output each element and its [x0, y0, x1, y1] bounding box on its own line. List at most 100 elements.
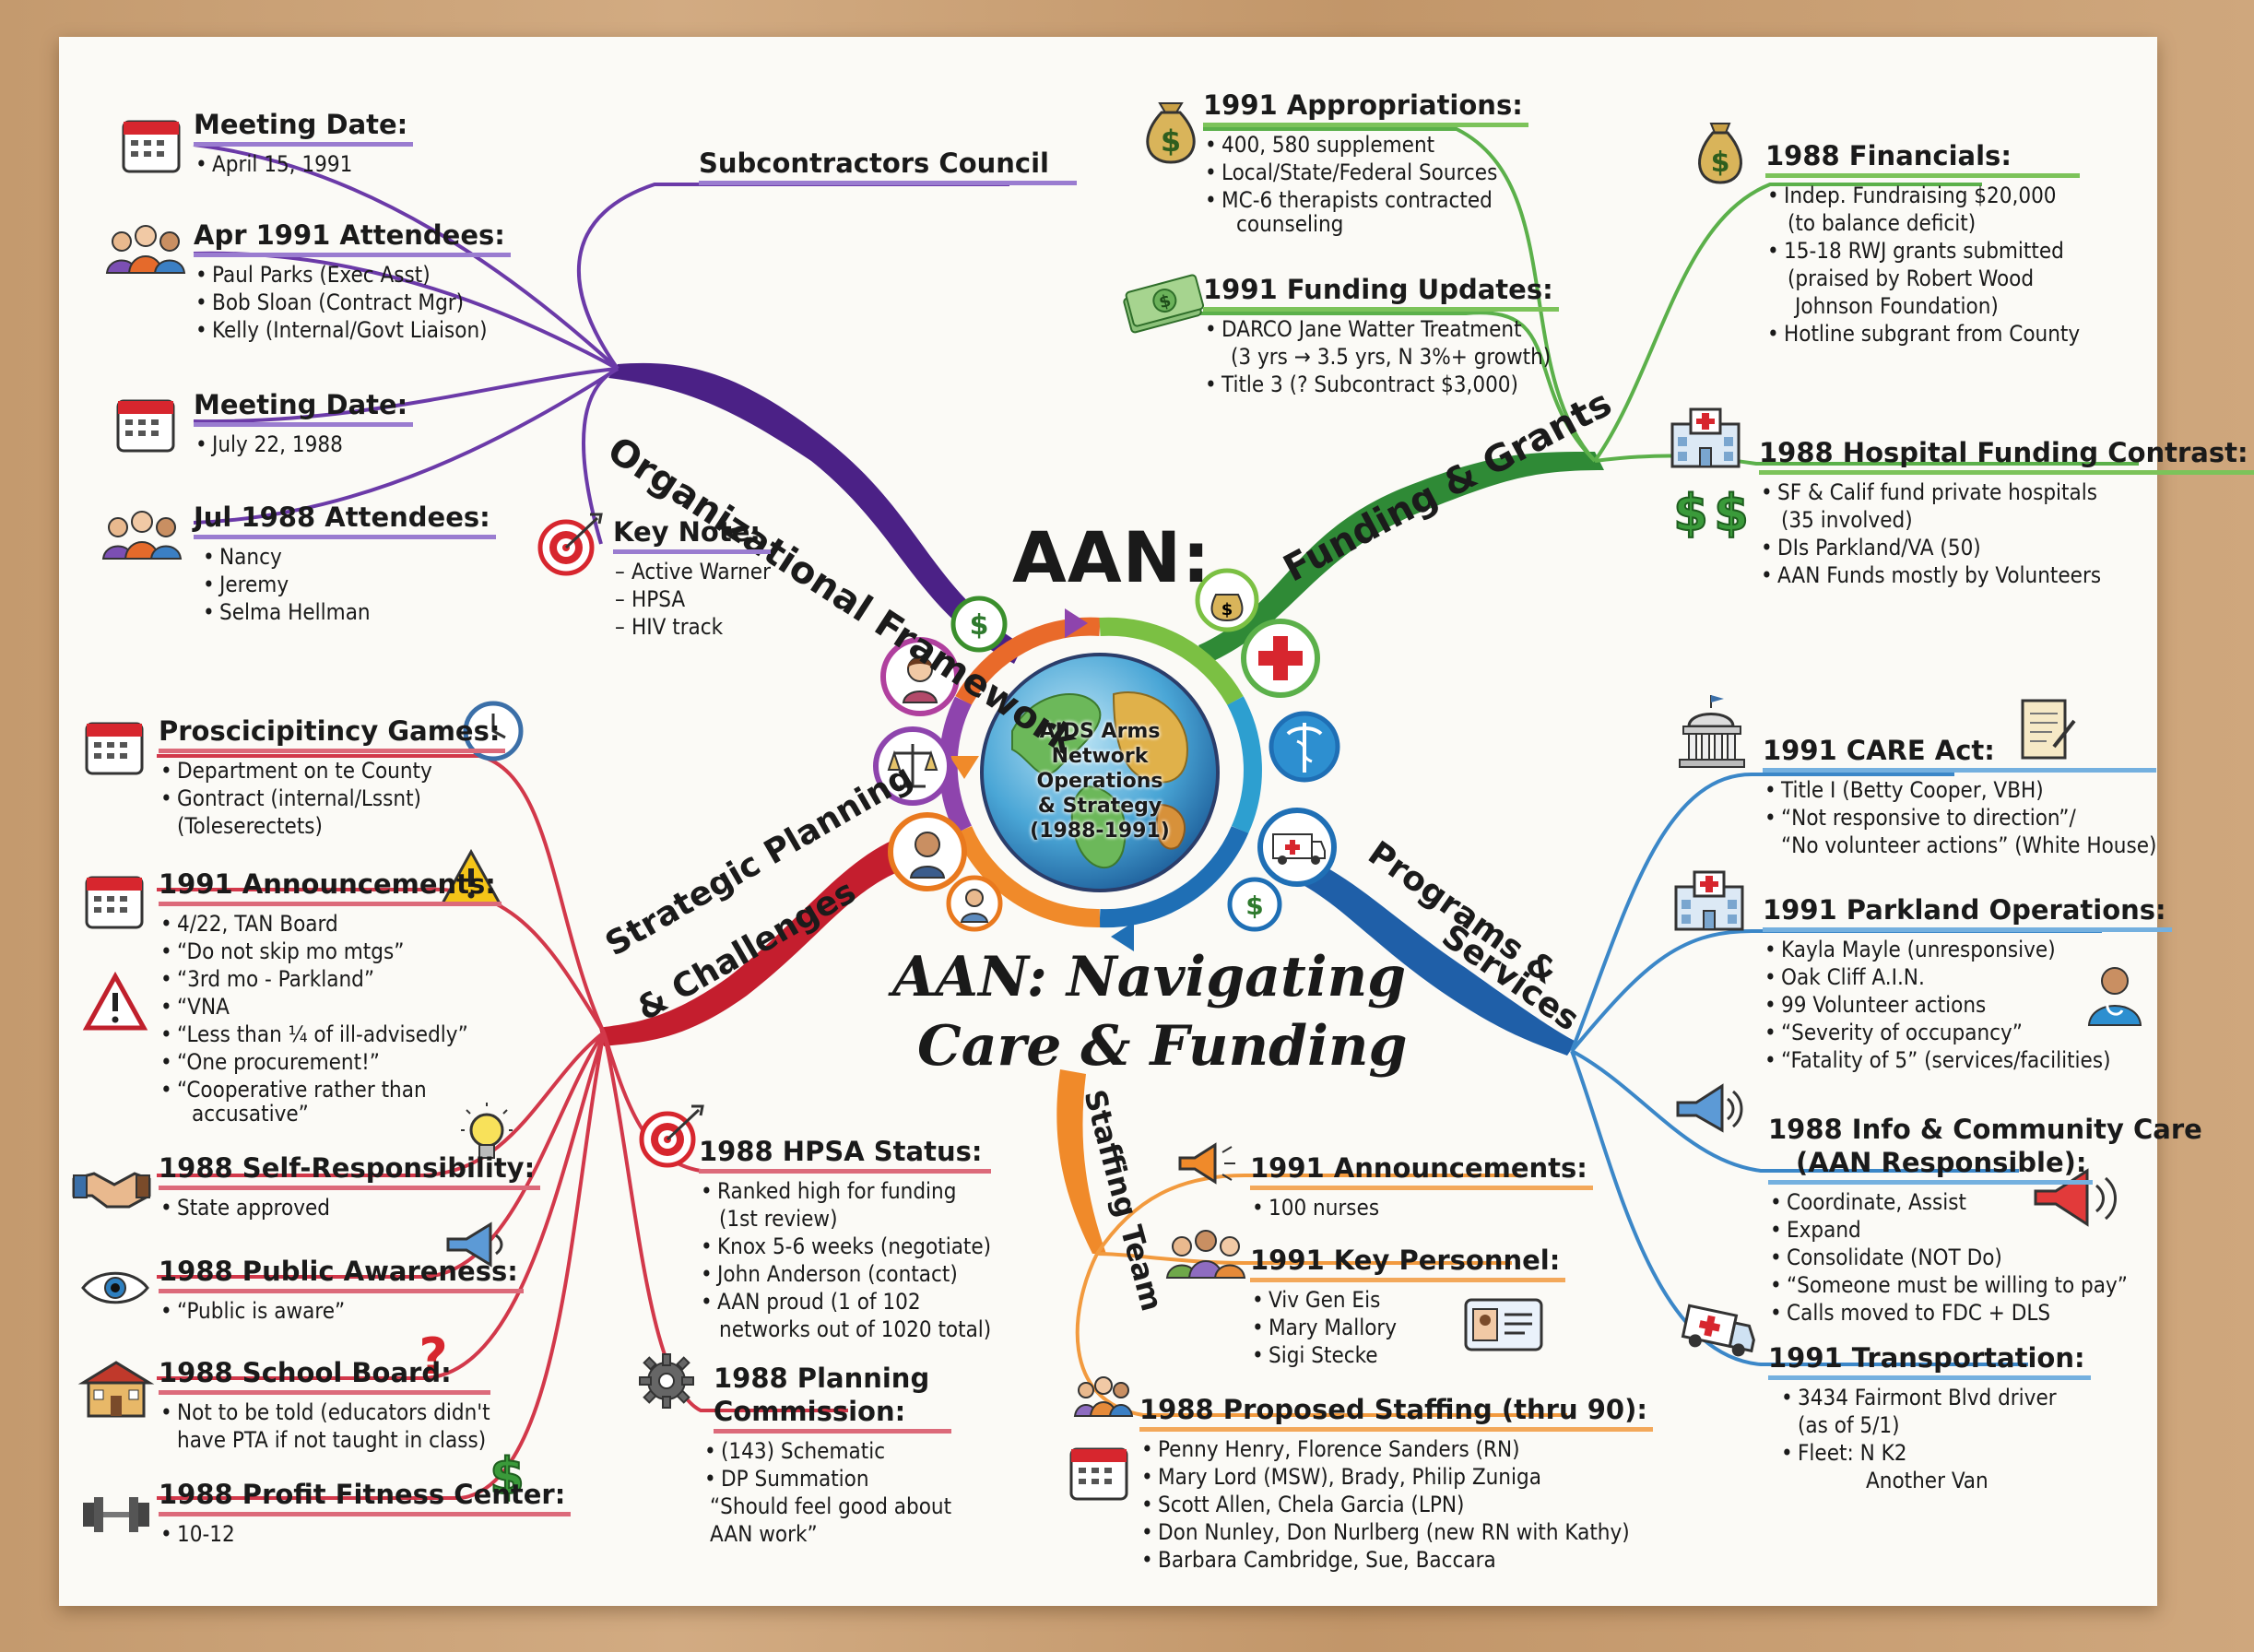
list-item: Calls moved to FDC + DLS: [1768, 1299, 2202, 1327]
calendar-icon: [122, 120, 181, 173]
list-item: 10-12: [159, 1520, 571, 1548]
attendees-apr-1991: Apr 1991 Attendees: Paul Parks (Exec Ass…: [194, 219, 511, 344]
main-title-line2: Care & Funding: [917, 1014, 1408, 1079]
megaphone-icon: [1676, 1083, 1743, 1133]
list-item: Ranked high for funding: [699, 1177, 991, 1205]
financials-1988: 1988 Financials: Indep. Fundraising $20,…: [1765, 140, 2081, 348]
node-title: 1991 Parkland Operations:: [1763, 894, 2172, 932]
list-item: 99 Volunteer actions: [1763, 991, 2172, 1019]
list-item: DP Summation: [702, 1465, 951, 1493]
globe-caption-line: AIDS Arms: [1039, 720, 1161, 743]
hospital-icon: [1670, 407, 1741, 468]
node-title: 1991 Announcements:: [1250, 1152, 1593, 1190]
list-item: Oak Cliff A.I.N.: [1763, 963, 2172, 991]
list-item: Penny Henry, Florence Sanders (RN): [1139, 1435, 1653, 1463]
announcements-1991: 1991 Announcements: 4/22, TAN Board “Do …: [159, 868, 502, 1127]
svg-text:?: ?: [419, 1328, 447, 1386]
list-item: Expand: [1768, 1216, 2202, 1244]
list-item: Scott Allen, Chela Garcia (LPN): [1139, 1491, 1653, 1518]
hospital-icon: [1674, 870, 1744, 931]
list-item: HIV track: [613, 613, 771, 641]
globe-caption: AIDS Arms Network Operations & Strategy …: [1003, 719, 1197, 844]
people-icon: [1073, 1376, 1134, 1417]
node-title: 1988 Proposed Staffing (thru 90):: [1139, 1394, 1653, 1432]
money-bag-icon: $: [1698, 123, 1742, 184]
school-board-1988: 1988 School Board: Not to be told (educa…: [159, 1357, 490, 1454]
list-item: “Do not skip mo mtgs”: [159, 938, 502, 965]
list-item: Selma Hellman: [201, 598, 496, 626]
list-item: 4/22, TAN Board: [159, 910, 502, 938]
node-title: Apr 1991 Attendees:: [194, 219, 511, 257]
list-item: Bob Sloan (Contract Mgr): [194, 289, 511, 316]
node-title: 1988 Info & Community Care: [1768, 1114, 2202, 1145]
list-item: (to balance deficit): [1788, 210, 1977, 236]
list-item: John Anderson (contact): [699, 1260, 991, 1288]
dollar-coin-icon: $: [950, 596, 1008, 653]
key-note: Key Note: Active Warner HPSA HIV track: [613, 516, 771, 641]
appropriations-1991: 1991 Appropriations: 400, 580 supplement…: [1203, 89, 1528, 238]
list-item: Mary Mallory: [1250, 1314, 1565, 1341]
globe-caption-line: Network Operations: [1036, 745, 1163, 793]
list-item: “Severity of occupancy”: [1763, 1019, 2172, 1046]
ambulance-icon: [1681, 1304, 1755, 1357]
list-item: Don Nunley, Don Nurlberg (new RN with Ka…: [1139, 1518, 1653, 1546]
node-title: 1988 Financials:: [1765, 140, 2081, 178]
list-item: have PTA if not taught in class): [177, 1427, 487, 1453]
svg-text:$: $: [1714, 484, 1749, 542]
node-title: 1991 Key Personnel:: [1250, 1245, 1566, 1282]
list-item: Fleet: N K2: [1779, 1439, 2091, 1467]
globe-icon: [980, 653, 1220, 892]
self-responsibility-1988: 1988 Self-Responsibility: State approved: [159, 1152, 541, 1221]
list-item: (3 yrs → 3.5 yrs, N 3%+ growth): [1231, 344, 1552, 370]
svg-text:$: $: [970, 609, 989, 642]
node-title: 1991 Announcements:: [159, 868, 502, 906]
list-item: 400, 580 supplement: [1203, 131, 1528, 159]
node-title: 1991 Appropriations:: [1203, 89, 1528, 127]
list-item: Not to be told (educators didn't: [159, 1398, 490, 1426]
svg-text:$: $: [1711, 147, 1730, 179]
list-item: Another Van: [1866, 1468, 1988, 1493]
list-item: Barbara Cambridge, Sue, Baccara: [1139, 1546, 1653, 1574]
list-item: Gontract (internal/Lssnt): [159, 785, 505, 812]
list-item: (Toleserectets): [177, 813, 323, 839]
list-item: Coordinate, Assist: [1768, 1188, 2202, 1216]
list-item: Department on te County: [159, 757, 505, 785]
list-item: accusative”: [192, 1101, 309, 1127]
parkland-ops-1991: 1991 Parkland Operations: Kayla Mayle (u…: [1763, 894, 2172, 1074]
list-item: Title 3 (? Subcontract $3,000): [1203, 371, 1559, 398]
planning-commission-1988: 1988 Planning Commission: (143) Schemati…: [704, 1363, 952, 1548]
list-item: “Less than ¼ of ill-advisedly”: [159, 1021, 502, 1048]
dollar-coin-icon: $: [1227, 877, 1282, 932]
staffing-announcements-1991: 1991 Announcements: 100 nurses: [1250, 1152, 1593, 1221]
list-item: “Cooperative rather than: [159, 1076, 502, 1103]
list-item: counseling: [1236, 211, 1344, 237]
list-item: July 22, 1988: [194, 431, 413, 458]
list-item: “VNA: [159, 993, 502, 1021]
list-item: AAN Funds mostly by Volunteers: [1759, 561, 2254, 589]
node-title: Proscicipitincy Games:: [159, 715, 506, 753]
warning-icon: [82, 971, 148, 1031]
list-item: Viv Gen Eis: [1250, 1286, 1565, 1314]
calendar-icon: [116, 399, 175, 453]
school-icon: [77, 1361, 155, 1418]
node-title: Meeting Date:: [194, 389, 414, 427]
node-title: 1988 HPSA Status:: [699, 1136, 992, 1174]
scroll-icon: [2021, 699, 2076, 760]
node-title: 1991 Funding Updates:: [1203, 274, 1559, 312]
people-icon: [101, 511, 183, 560]
list-item: Nancy: [201, 543, 496, 571]
fitness-center-1988: 1988 Profit Fitness Center: 10-12: [159, 1479, 572, 1548]
public-awareness-1988: 1988 Public Awareness: “Public is aware”: [159, 1256, 524, 1325]
person-male-icon: [888, 812, 967, 891]
list-item: HPSA: [613, 585, 771, 613]
svg-text:$: $: [1161, 124, 1181, 159]
capitol-icon: [1679, 695, 1745, 768]
list-item: (143) Schematic: [702, 1437, 951, 1465]
list-item: April 15, 1991: [194, 150, 413, 178]
calendar-icon: [1069, 1447, 1128, 1501]
medical-cross-icon: [1241, 619, 1320, 698]
megaphone-icon: [446, 1221, 503, 1268]
games-node: Proscicipitincy Games: Department on te …: [159, 715, 506, 840]
list-item: Hotline subgrant from County: [1765, 320, 2080, 348]
node-title: 1988 School Board:: [159, 1357, 490, 1395]
